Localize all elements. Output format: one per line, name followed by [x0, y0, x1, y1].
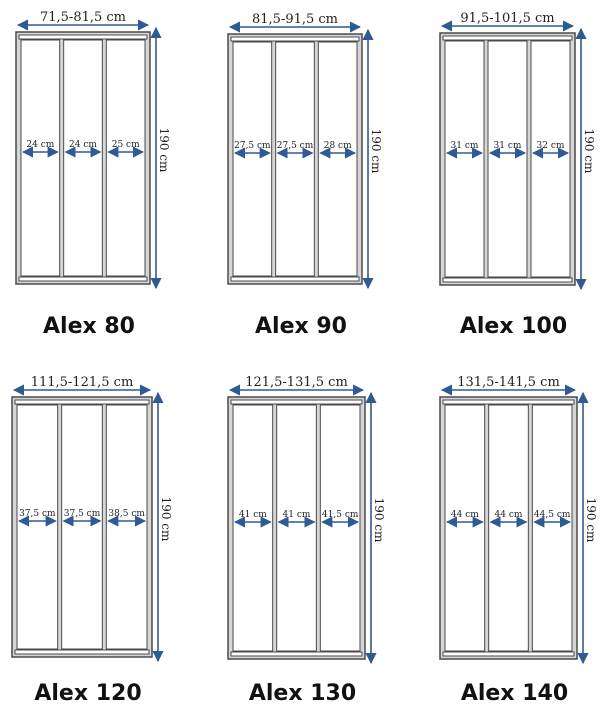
bottom-rail: [18, 276, 148, 282]
top-rail: [230, 399, 363, 405]
top-rail: [230, 36, 360, 42]
glass-panel: [444, 40, 485, 278]
panel-width-label: 37,5 cm: [64, 509, 101, 519]
glass-panel: [531, 404, 573, 652]
width-range-label: 131,5-141,5 cm: [457, 375, 560, 390]
glass-panel: [488, 404, 529, 652]
glass-panel: [105, 404, 148, 650]
panel-width-label: 41,5 cm: [322, 510, 359, 520]
glass-panel: [275, 41, 315, 277]
model-title: Alex 90: [255, 314, 347, 339]
glass-panel: [276, 404, 317, 652]
panel-width-label: 41 cm: [283, 510, 311, 520]
panel-width-label: 25 cm: [112, 140, 140, 150]
glass-panel: [232, 41, 273, 277]
panel-width-label: 44,5 cm: [534, 510, 571, 520]
panel-width-label: 24 cm: [26, 140, 54, 150]
panel-width-label: 27,5 cm: [277, 141, 314, 151]
model-title: Alex 80: [43, 314, 135, 339]
width-range-label: 111,5-121,5 cm: [31, 375, 134, 390]
glass-panel: [317, 41, 358, 277]
panel-width-label: 37,5 cm: [19, 509, 56, 519]
glass-panel: [105, 39, 146, 277]
model-title: Alex 140: [461, 681, 568, 706]
model-title: Alex 130: [249, 681, 356, 706]
top-rail: [18, 34, 148, 40]
glass-panel: [232, 404, 274, 652]
width-range-label: 71,5-81,5 cm: [40, 10, 126, 25]
panel-width-label: 24 cm: [69, 140, 97, 150]
glass-panel: [487, 40, 528, 278]
height-label: 190 cm: [369, 129, 383, 174]
glass-panel: [319, 404, 361, 652]
shower-door-3: 91,5-101,5 cm 190 cm 31 cm 31 cm 32 cm Alex 1…: [439, 11, 596, 339]
glass-panel: [530, 40, 571, 278]
panel-width-label: 31 cm: [494, 141, 522, 151]
bottom-rail: [14, 649, 150, 655]
bottom-rail: [230, 651, 363, 657]
shower-door-4: 111,5-121,5 cm 190 cm 37,5 cm 37,5 cm 38,5 c…: [11, 375, 173, 706]
top-rail: [442, 35, 573, 41]
glass-panel: [61, 404, 103, 650]
panel-width-label: 38,5 cm: [108, 509, 145, 519]
shower-door-5: 121,5-131,5 cm 190 cm 41 cm 41 cm 41,5 cm Ale…: [227, 375, 386, 706]
glass-panel: [63, 39, 103, 277]
shower-door-1: 71,5-81,5 cm 190 cm 24 cm 24 cm 25 cm Alex 80: [15, 10, 171, 339]
bottom-rail: [442, 277, 573, 283]
top-rail: [442, 399, 575, 405]
panel-width-label: 32 cm: [537, 141, 565, 151]
panel-width-label: 44 cm: [451, 510, 479, 520]
panel-width-label: 27,5 cm: [234, 141, 271, 151]
glass-panel: [20, 39, 61, 277]
shower-door-6: 131,5-141,5 cm 190 cm 44 cm 44 cm 44,5 cm Ale…: [439, 375, 598, 706]
width-range-label: 91,5-101,5 cm: [460, 11, 554, 26]
shower-door-2: 81,5-91,5 cm 190 cm 27,5 cm 27,5 cm 28 cm Ale…: [227, 12, 383, 339]
top-rail: [14, 399, 150, 405]
height-label: 190 cm: [582, 129, 596, 174]
panel-width-label: 28 cm: [324, 141, 352, 151]
panel-width-label: 41 cm: [239, 510, 267, 520]
bottom-rail: [442, 651, 575, 657]
height-label: 190 cm: [157, 128, 171, 173]
bottom-rail: [230, 276, 360, 282]
height-label: 190 cm: [584, 498, 598, 543]
model-title: Alex 120: [34, 681, 141, 706]
width-range-label: 81,5-91,5 cm: [252, 12, 338, 27]
glass-panel: [16, 404, 59, 650]
width-range-label: 121,5-131,5 cm: [245, 375, 348, 390]
height-label: 190 cm: [159, 497, 173, 542]
height-label: 190 cm: [372, 498, 386, 543]
glass-panel: [444, 404, 486, 652]
panel-width-label: 31 cm: [451, 141, 479, 151]
panel-width-label: 44 cm: [495, 510, 523, 520]
model-title: Alex 100: [460, 314, 567, 339]
